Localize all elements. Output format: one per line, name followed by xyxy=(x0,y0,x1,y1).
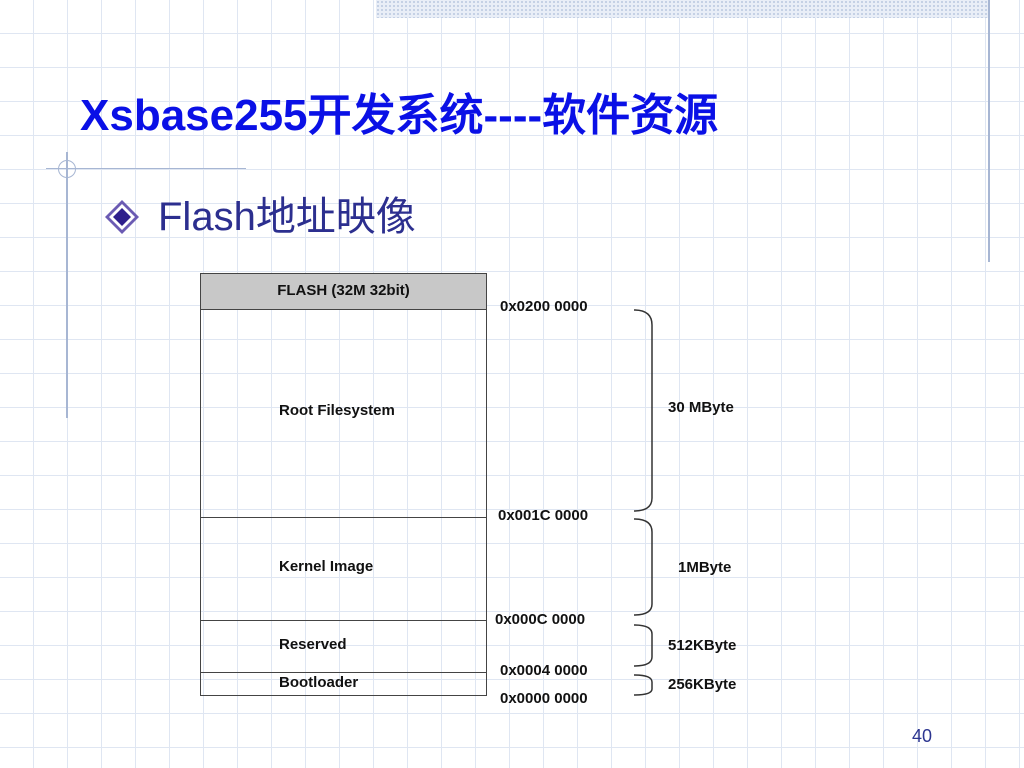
slide-title: Xsbase255开发系统----软件资源 xyxy=(80,91,719,140)
title-underline xyxy=(46,168,246,169)
region-label: Root Filesystem xyxy=(279,402,395,419)
address-label: 0x0200 0000 xyxy=(500,298,588,315)
top-decorative-band xyxy=(376,0,990,18)
region-label: Bootloader xyxy=(279,674,359,691)
corner-circle-ornament xyxy=(58,160,76,178)
region-reserved: Reserved xyxy=(201,620,486,673)
bullet-text: Flash地址映像 xyxy=(158,195,416,239)
page-number: 40 xyxy=(912,726,933,746)
region-root-filesystem: Root Filesystem xyxy=(201,309,486,518)
size-label: 512KByte xyxy=(668,637,737,654)
address-label: 0x001C 0000 xyxy=(498,507,589,524)
bracket-root-filesystem xyxy=(633,309,653,512)
region-label: Reserved xyxy=(279,636,347,653)
region-bootloader: Bootloader xyxy=(201,672,486,694)
address-label: 0x0004 0000 xyxy=(500,662,588,679)
bracket-bootloader xyxy=(633,674,653,696)
left-accent-line xyxy=(66,152,68,418)
address-label: 0x0000 0000 xyxy=(500,690,588,707)
bracket-reserved xyxy=(633,624,653,667)
bracket-kernel-image xyxy=(633,518,653,616)
flash-header: FLASH (32M 32bit) xyxy=(201,274,486,310)
right-accent-line xyxy=(988,0,990,262)
size-label: 256KByte xyxy=(668,676,737,693)
address-label: 0x000C 0000 xyxy=(495,611,586,628)
diamond-bullet-icon xyxy=(105,200,139,234)
size-label: 1MByte xyxy=(678,559,732,576)
size-label: 30 MByte xyxy=(668,399,734,416)
region-kernel-image: Kernel Image xyxy=(201,517,486,621)
flash-memory-map: FLASH (32M 32bit) Root Filesystem Kernel… xyxy=(200,273,487,696)
region-label: Kernel Image xyxy=(279,558,374,575)
